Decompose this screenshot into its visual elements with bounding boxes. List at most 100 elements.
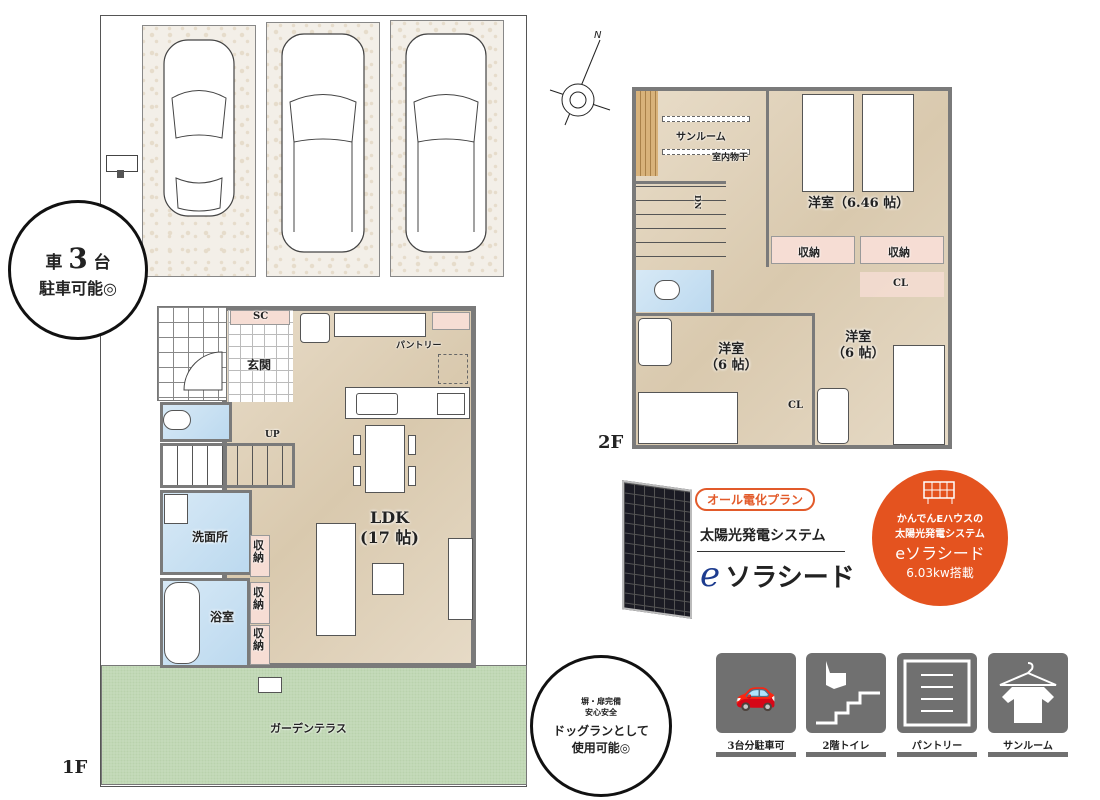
ldk-size: (17 帖) bbox=[360, 528, 419, 547]
feature-sunroom-label: サンルーム bbox=[1003, 741, 1053, 752]
stairs-2f bbox=[636, 181, 726, 270]
bedroom-b-size: （6 帖） bbox=[832, 346, 885, 362]
brand-e-letter: e bbox=[700, 555, 721, 595]
ldk-label: LDK (17 帖) bbox=[360, 508, 419, 548]
parking-bubble-line1: 車 3 台 bbox=[45, 242, 110, 275]
feature-parking: 🚗 3台分駐車可 bbox=[716, 653, 796, 757]
pantry-label: パントリー bbox=[396, 341, 442, 351]
solar-circle-badge: かんでんEハウスの 太陽光発電システム eソラシード 6.03kw搭載 bbox=[872, 470, 1008, 606]
feature-sunroom: サンルーム bbox=[988, 653, 1068, 757]
washroom-label: 洗面所 bbox=[192, 530, 229, 544]
sofa bbox=[316, 523, 356, 636]
bed-b bbox=[893, 345, 945, 445]
cars-icon: 🚗 bbox=[716, 653, 796, 733]
storage-1f-1-label: 収納 bbox=[253, 539, 264, 565]
entry-door-icon bbox=[183, 351, 223, 391]
feature-pantry-bar bbox=[897, 752, 977, 757]
circle-line2: 太陽光発電システム bbox=[895, 529, 985, 540]
pantry-shelf-icon bbox=[897, 653, 977, 733]
dogrun-bubble: 塀・扉完備 安心安全 ドッグランとして 使用可能◎ bbox=[530, 655, 672, 797]
solar-divider bbox=[697, 551, 845, 552]
garden-terrace bbox=[101, 665, 527, 785]
floor-label-1f: 1F bbox=[62, 757, 88, 778]
circle-line3: eソラシード bbox=[895, 544, 985, 563]
compass-north-label: N bbox=[594, 30, 602, 41]
coffee-table bbox=[372, 563, 404, 595]
all-electric-plan-badge: オール電化プラン bbox=[695, 488, 816, 511]
stair-toilet-icon bbox=[806, 653, 886, 733]
kitchen-counter-back bbox=[334, 313, 426, 337]
cooktop bbox=[437, 393, 465, 415]
entrance bbox=[228, 310, 293, 402]
parking-bubble: 車 3 台 駐車可能◎ bbox=[8, 200, 148, 340]
parked-car-icon-2 bbox=[281, 33, 365, 253]
pantry bbox=[432, 312, 470, 330]
storage-2f-1 bbox=[771, 236, 855, 264]
closet-b-label: CL bbox=[893, 278, 908, 289]
ldk-name: LDK bbox=[369, 508, 409, 527]
bedroom-b-label: 洋室 （6 帖） bbox=[832, 330, 885, 363]
indoor-drying-label: 室内物干 bbox=[712, 153, 749, 163]
bed-a bbox=[638, 392, 738, 444]
storage-2f-2-label: 収納 bbox=[888, 246, 910, 259]
stairs-up-label: UP bbox=[265, 430, 280, 440]
toilet-fixture-1f bbox=[163, 410, 191, 430]
circle-line4: 6.03kw搭載 bbox=[906, 566, 974, 580]
bedroom-b-name: 洋室 bbox=[845, 330, 872, 345]
storage-1f-3 bbox=[250, 625, 270, 665]
dogrun-small-line1: 塀・扉完備 bbox=[581, 696, 621, 706]
feature-2f-toilet: 2階トイレ bbox=[806, 653, 886, 757]
feature-parking-bar bbox=[716, 752, 796, 757]
bedroom-a-size: （6 帖） bbox=[705, 358, 758, 374]
bedroom-a-label: 洋室 （6 帖） bbox=[705, 342, 758, 375]
desk-b bbox=[817, 388, 849, 444]
parking-bubble-number: 3 bbox=[68, 241, 88, 275]
hanger-shirt-icon bbox=[988, 653, 1068, 733]
solar-brand: e ソラシード bbox=[700, 555, 855, 595]
storage-1f-2-label: 収納 bbox=[253, 586, 264, 612]
outdoor-faucet bbox=[258, 677, 282, 693]
bathtub bbox=[164, 582, 200, 664]
dining-chair-3 bbox=[408, 435, 416, 455]
storage-1f-3-label: 収納 bbox=[253, 627, 264, 653]
feature-parking-label: 3台分駐車可 bbox=[727, 741, 785, 752]
compass-icon bbox=[549, 39, 611, 126]
master-bedroom bbox=[766, 91, 951, 267]
toilet-fixture-2f bbox=[654, 280, 680, 300]
circle-line1: かんでんEハウスの bbox=[896, 514, 984, 525]
parked-car-icon-1 bbox=[163, 39, 235, 217]
stairs-1f bbox=[160, 443, 295, 488]
feature-sunroom-bar bbox=[988, 752, 1068, 757]
solar-panel-icon bbox=[923, 481, 955, 504]
dining-table bbox=[365, 425, 405, 493]
master-bedroom-label: 洋室（6.46 帖） bbox=[808, 196, 910, 211]
sunroom-wood-deck bbox=[636, 91, 658, 176]
wash-basin bbox=[164, 494, 188, 524]
shoe-closet-label: SC bbox=[253, 311, 269, 322]
solar-panel-image bbox=[622, 480, 692, 619]
dogrun-line1: ドッグランとして bbox=[553, 724, 649, 738]
bedroom-a bbox=[636, 313, 815, 448]
entrance-label: 玄関 bbox=[247, 358, 272, 372]
pantry-storage-x bbox=[438, 354, 468, 384]
bathroom-label: 浴室 bbox=[210, 610, 235, 624]
sink bbox=[356, 393, 398, 415]
bedroom-a-name: 洋室 bbox=[718, 342, 745, 357]
tv-stand bbox=[448, 538, 473, 620]
dogrun-small-line2: 安心安全 bbox=[585, 707, 617, 717]
bed-2 bbox=[862, 94, 914, 192]
fridge bbox=[300, 313, 330, 343]
dining-chair-4 bbox=[408, 466, 416, 486]
solar-system-title: 太陽光発電システム bbox=[700, 528, 826, 544]
parking-bubble-prefix: 車 bbox=[45, 252, 63, 273]
drying-rod-1 bbox=[662, 116, 750, 122]
storage-1f-2 bbox=[250, 582, 270, 624]
feature-2f-toilet-bar bbox=[806, 752, 886, 757]
storage-2f-2 bbox=[860, 236, 944, 264]
desk-a bbox=[638, 318, 672, 366]
closet-a-label: CL bbox=[788, 400, 803, 411]
shoe-closet bbox=[230, 310, 290, 325]
garden-terrace-label: ガーデンテラス bbox=[270, 722, 347, 735]
parked-car-icon-3 bbox=[405, 33, 487, 253]
parking-bubble-line2: 駐車可能◎ bbox=[39, 278, 117, 298]
